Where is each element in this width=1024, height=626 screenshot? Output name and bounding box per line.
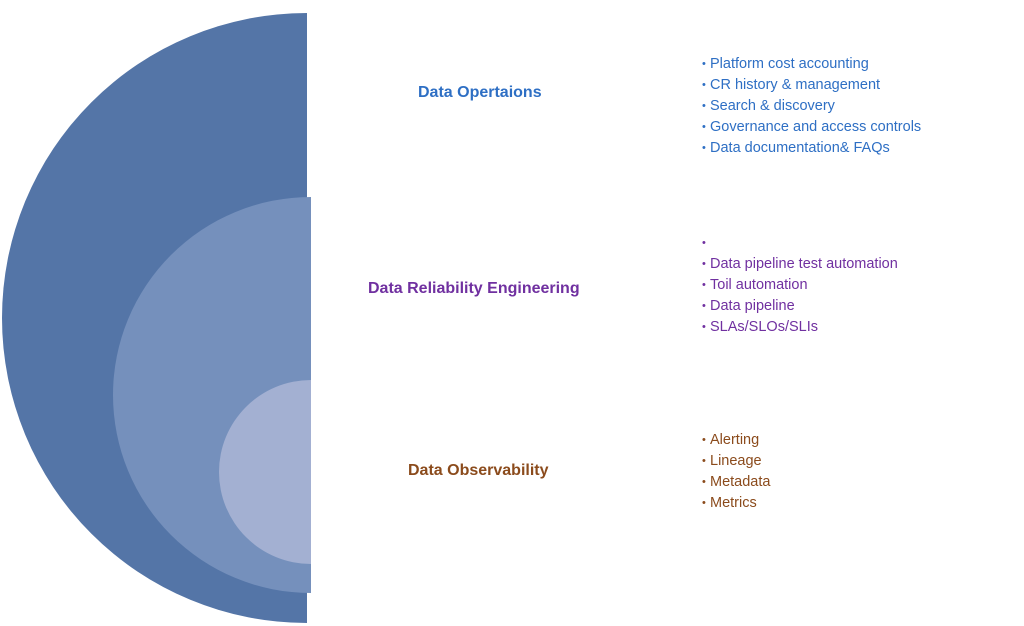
list-item: •Alerting xyxy=(702,432,760,448)
list-item: •SLAs/SLOs/SLIs xyxy=(702,319,818,335)
reliability-title: Data Reliability Engineering xyxy=(368,280,580,297)
list-item: •Data pipeline xyxy=(702,298,795,314)
inner-semicircle-observability xyxy=(219,380,311,564)
list-item: •Metadata xyxy=(702,474,771,490)
list-item: •CR history & management xyxy=(702,77,881,93)
list-item: •Lineage xyxy=(702,453,762,469)
list-item: •Metrics xyxy=(702,495,757,511)
list-item: •Governance and access controls xyxy=(702,119,922,135)
list-item: •Toil automation xyxy=(702,277,808,293)
list-item: • xyxy=(702,237,706,249)
operations-list: •Platform cost accounting •CR history & … xyxy=(702,54,921,159)
operations-title: Data Opertaions xyxy=(418,84,542,101)
layered-semicircle-diagram xyxy=(2,13,311,623)
list-item: •Search & discovery xyxy=(702,98,835,114)
list-item: •Platform cost accounting xyxy=(702,56,869,72)
list-item: •Data pipeline test automation xyxy=(702,256,898,272)
observability-list: •Alerting •Lineage •Metadata •Metrics xyxy=(702,430,770,514)
list-item: •Data documentation& FAQs xyxy=(702,140,890,156)
reliability-list: • •Data pipeline test automation •Toil a… xyxy=(702,233,898,338)
observability-title: Data Observability xyxy=(408,462,549,479)
